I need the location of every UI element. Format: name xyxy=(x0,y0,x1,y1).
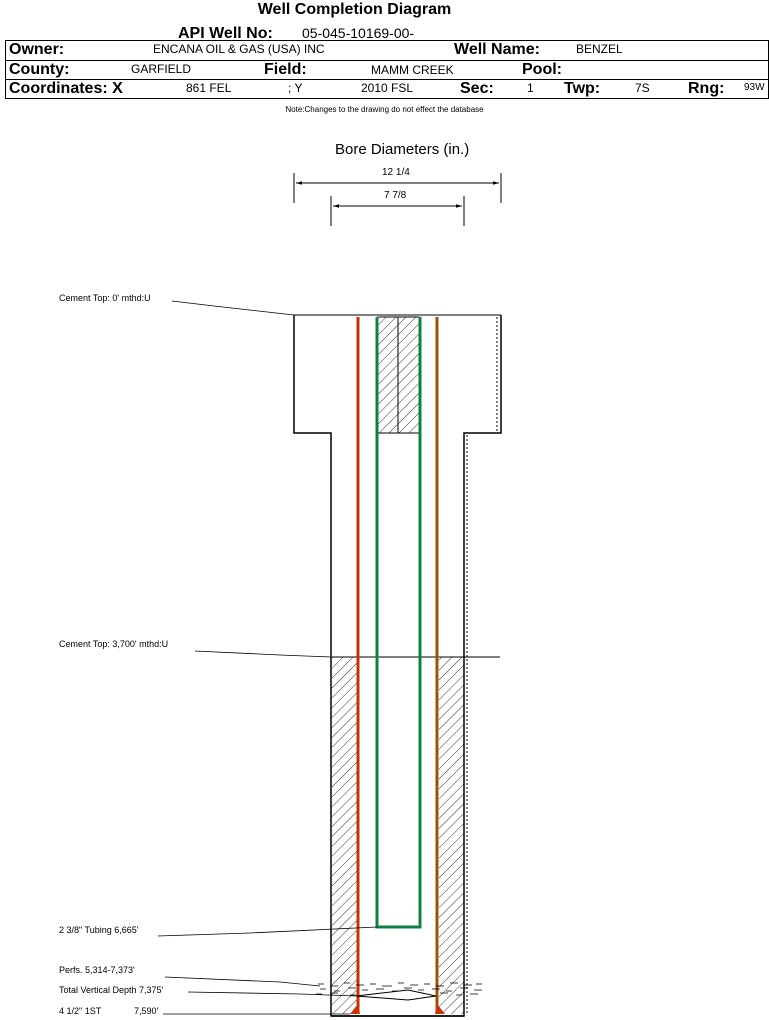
county-label: County: xyxy=(9,61,70,78)
header-rule-2 xyxy=(5,79,769,80)
coordinates-label: Coordinates: X xyxy=(9,80,123,97)
casing-depth-label: 7,590' xyxy=(134,1006,159,1016)
well-name-label: Well Name: xyxy=(454,41,540,58)
tvd-indicator xyxy=(355,989,437,1001)
coord-x-value: 861 FEL xyxy=(186,81,232,95)
header-rule-1 xyxy=(5,60,769,61)
bore-dimension-outer xyxy=(293,173,502,203)
owner-label: Owner: xyxy=(9,41,65,58)
twp-label: Twp: xyxy=(564,80,601,97)
total-vertical-depth-label: Total Vertical Depth 7,375' xyxy=(59,985,164,995)
rng-label: Rng: xyxy=(688,80,725,97)
api-value: 05-045-10169-00- xyxy=(302,25,415,41)
bore-diameters-title: Bore Diameters (in.) xyxy=(335,141,470,158)
sec-label: Sec: xyxy=(460,80,494,97)
casing-shoe-right xyxy=(435,1004,445,1014)
rng-value: 93W xyxy=(744,82,765,93)
county-value: GARFIELD xyxy=(131,62,192,76)
api-label: API Well No: xyxy=(178,25,273,42)
header-left-rule xyxy=(5,40,6,98)
database-note: Note:Changes to the drawing do not effec… xyxy=(285,105,484,114)
cement-top-1-label: Cement Top: 0' mthd:U xyxy=(59,293,151,303)
pool-label: Pool: xyxy=(522,61,562,78)
perforations xyxy=(316,982,482,996)
leader-lines xyxy=(157,300,378,1015)
sec-value: 1 xyxy=(527,81,534,95)
casing-label: 4 1/2" 1ST xyxy=(59,1006,102,1016)
cement-lower-left xyxy=(332,657,357,1014)
well-name-value: BENZEL xyxy=(576,42,623,56)
casing-shoe-left xyxy=(350,1004,360,1014)
header-top-rule xyxy=(5,40,769,41)
perforations-label: Perfs. 5,314-7,373' xyxy=(59,965,135,975)
cement-lower-right xyxy=(439,657,464,1014)
twp-value: 7S xyxy=(635,81,650,95)
bore-inner-label: 7 7/8 xyxy=(384,190,407,201)
coord-y-value: 2010 FSL xyxy=(361,81,414,95)
field-value: MAMM CREEK xyxy=(371,63,454,77)
bore-outer-label: 12 1/4 xyxy=(382,167,410,178)
page-title: Well Completion Diagram xyxy=(257,1,452,18)
tubing xyxy=(375,317,422,929)
field-label: Field: xyxy=(264,61,307,78)
cement-top-2-label: Cement Top: 3,700' mthd:U xyxy=(59,639,169,649)
tubing-label: 2 3/8" Tubing 6,665' xyxy=(59,925,139,935)
bore-dimension-inner xyxy=(330,196,465,226)
owner-value: ENCANA OIL & GAS (USA) INC xyxy=(153,42,325,56)
coord-y-label: ; Y xyxy=(288,81,303,95)
header-bottom-rule xyxy=(5,98,769,99)
